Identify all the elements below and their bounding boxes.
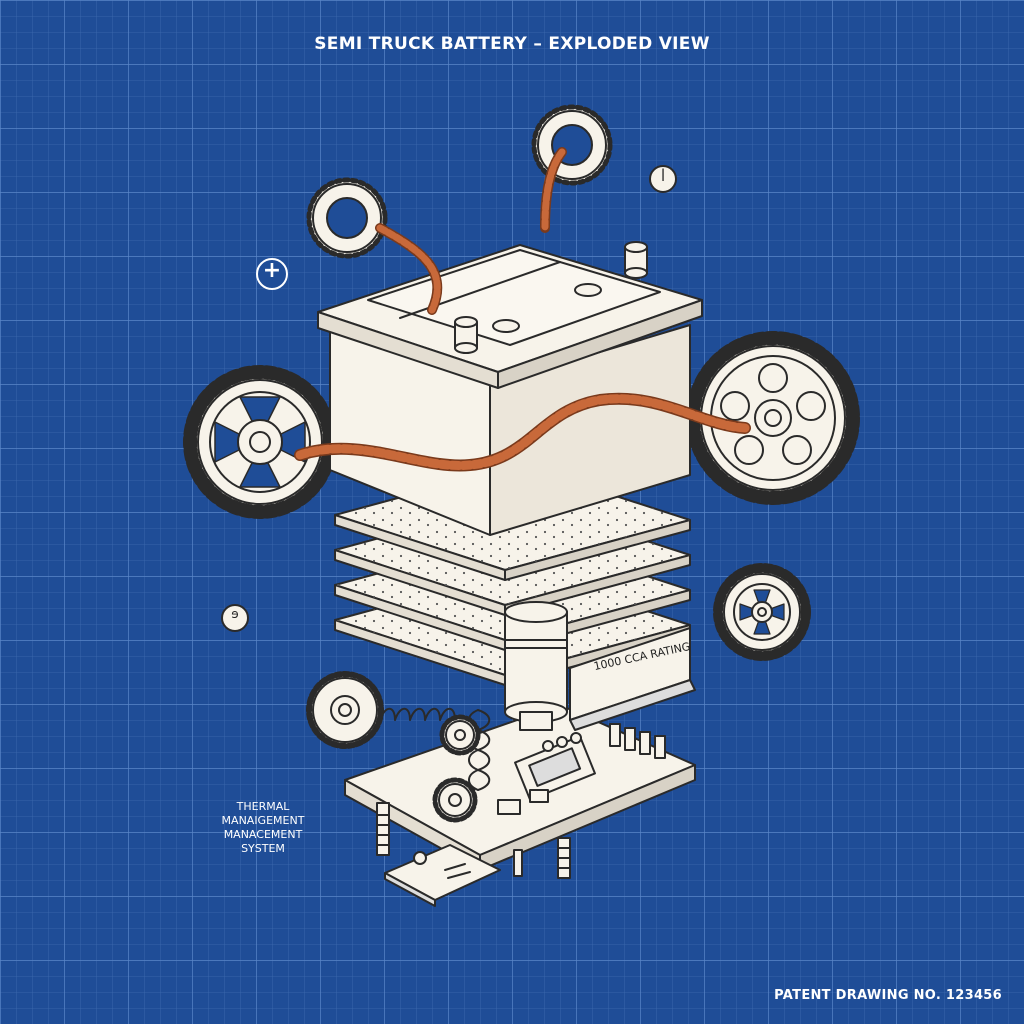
sensor-module xyxy=(384,844,501,907)
small-part-icon: ɘ xyxy=(231,607,239,621)
battery-terminal xyxy=(624,241,648,279)
misc-symbol-circle xyxy=(221,604,249,632)
gear xyxy=(439,714,481,756)
gear xyxy=(306,671,384,749)
minus-symbol-circle xyxy=(649,165,677,193)
rating-tag xyxy=(569,627,696,731)
gear xyxy=(183,365,337,519)
gear xyxy=(432,777,478,823)
bolt xyxy=(376,802,571,879)
thermal-management-label: THERMAL MANAIGEMENT MANACEMENT SYSTEM xyxy=(198,800,328,856)
patent-number-label: PATENT DRAWING NO. 123456 xyxy=(774,988,1002,1003)
gear xyxy=(531,104,613,186)
circuit-board xyxy=(344,704,696,907)
plus-icon: + xyxy=(262,258,282,283)
gear xyxy=(713,563,811,661)
thermal-label-line: MANACEMENT xyxy=(223,828,303,841)
battery-terminal xyxy=(454,316,478,354)
terminal-clip-icon: ꟾ xyxy=(661,170,665,185)
capacitor xyxy=(504,601,568,731)
thermal-label-line: MANAIGEMENT xyxy=(221,814,305,827)
thermal-label-line: SYSTEM xyxy=(241,842,285,855)
gear xyxy=(306,177,388,259)
thermal-label-line: THERMAL xyxy=(236,800,290,813)
drawing-title: SEMI TRUCK BATTERY – EXPLODED VIEW xyxy=(314,34,710,54)
twisted-copper-cable xyxy=(294,147,751,472)
plus-symbol-circle xyxy=(256,258,288,290)
